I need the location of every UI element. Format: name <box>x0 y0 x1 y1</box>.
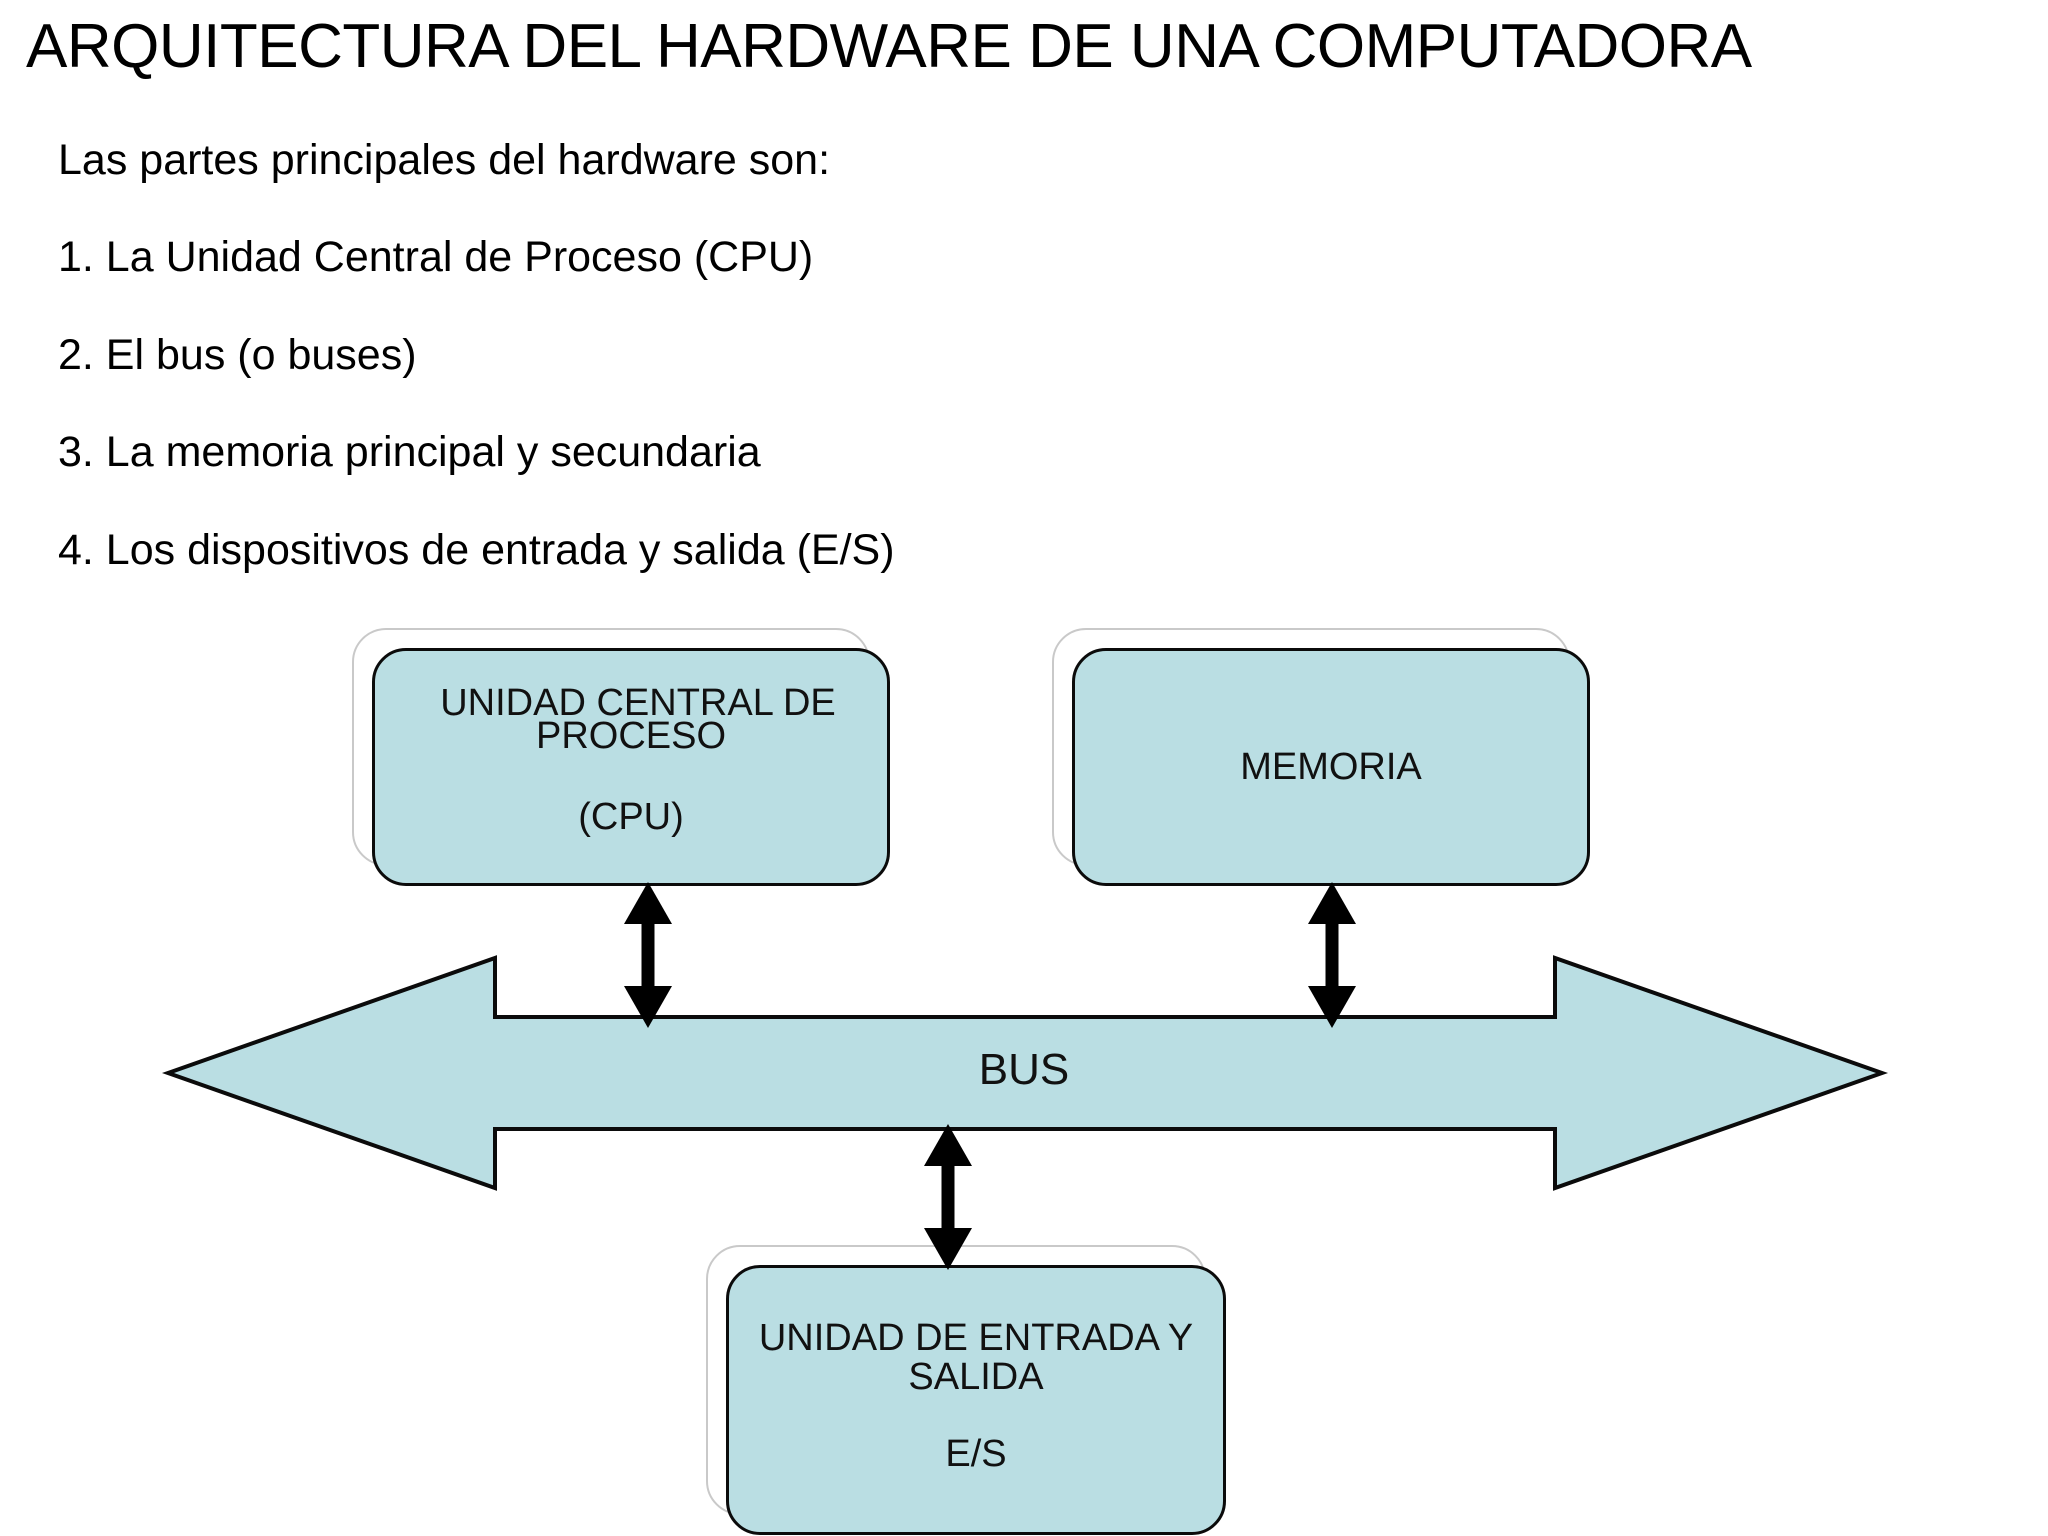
io-box-line-1: UNIDAD DE ENTRADA Y <box>758 1316 1194 1359</box>
bus-io-connector <box>924 1124 972 1270</box>
list-item-4: 4. Los dispositivos de entrada y salida … <box>58 526 895 574</box>
list-item-2: 2. El bus (o buses) <box>58 331 417 379</box>
intro-text: Las partes principales del hardware son: <box>58 136 831 184</box>
list-item-1: 1. La Unidad Central de Proceso (CPU) <box>58 233 814 281</box>
cpu-box-sub-label: (CPU) <box>578 795 684 838</box>
cpu-box-line-1-text: UNIDAD CENTRAL DE <box>440 681 836 724</box>
cpu-box-line-1: UNIDAD CENTRAL DE <box>433 680 836 727</box>
io-box-sub-label: E/S <box>945 1432 1007 1475</box>
cpu-box[interactable]: UNIDAD CENTRAL DE PROCESO (CPU) <box>372 648 890 886</box>
io-box-line-2: SALIDA <box>908 1355 1044 1398</box>
page-title: ARQUITECTURA DEL HARDWARE DE UNA COMPUTA… <box>26 12 1752 81</box>
memory-box[interactable]: MEMORIA <box>1072 648 1590 886</box>
cpu-box-line-2: PROCESO <box>535 714 727 757</box>
memory-box-label: MEMORIA <box>1240 745 1422 788</box>
cpu-bus-connector <box>624 882 672 1028</box>
list-item-3: 3. La memoria principal y secundaria <box>58 428 761 476</box>
memory-bus-connector <box>1308 882 1356 1028</box>
bus-arrow-shape <box>161 955 1889 1191</box>
io-box[interactable]: UNIDAD DE ENTRADA Y SALIDA E/S <box>726 1265 1226 1535</box>
